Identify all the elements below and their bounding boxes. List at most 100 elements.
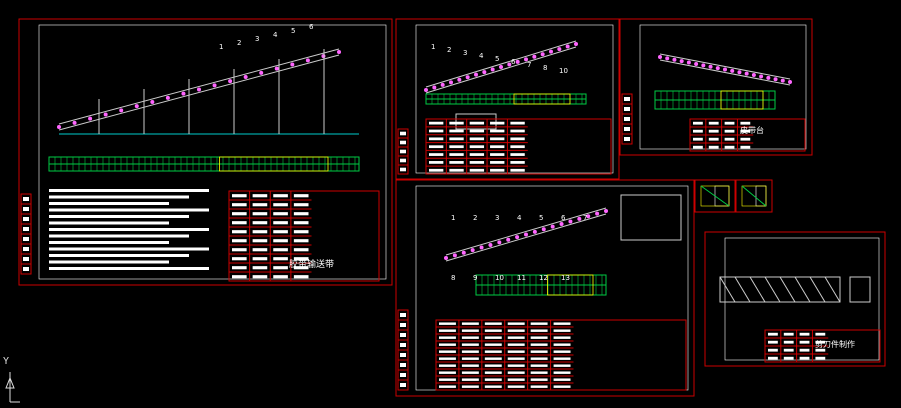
sheet3-belt-idler (701, 63, 706, 68)
sheet3-belt-idler (759, 74, 764, 79)
frame-elevation (719, 276, 841, 303)
title-cell-text (252, 230, 268, 234)
drawing-sheet-sheet3: 皮带台 (619, 18, 813, 156)
title-cell-text (510, 137, 525, 141)
sheet3-belt-idler (672, 57, 677, 62)
note-line (49, 221, 169, 225)
title-cell-text (449, 153, 464, 156)
side-strip-label (400, 383, 406, 387)
note-line (49, 267, 209, 270)
title-cell-text (510, 168, 525, 172)
title-cell-text (724, 137, 735, 141)
title-cell-text (799, 332, 810, 336)
title-cell-text (469, 129, 485, 133)
title-cell-text (553, 350, 571, 353)
title-cell-text (252, 275, 268, 279)
title-cell-text (484, 371, 502, 374)
sheet1-belt-idler (165, 95, 170, 100)
title-cell-text (768, 340, 778, 344)
sheet1-belt-idler (103, 112, 108, 117)
title-cell-text (530, 364, 548, 367)
title-cell-text (293, 203, 309, 207)
note-line (49, 241, 169, 244)
sheet4-belt-rail-top (445, 207, 607, 256)
sheet4-plan-section (547, 274, 594, 296)
title-cell-text (469, 153, 485, 156)
title-cell-text (530, 350, 548, 353)
title-cell-text (293, 257, 309, 261)
title-cell-text (553, 378, 571, 381)
title-cell-text (252, 257, 268, 261)
truss-diagonal (779, 276, 796, 303)
title-cell-text (553, 385, 571, 388)
callout-2: 2 (237, 39, 241, 47)
title-cell-text (693, 129, 703, 133)
sheet4-belt-idler (595, 211, 600, 216)
title-cell-text (232, 257, 247, 261)
title-cell-text (449, 137, 464, 141)
callout-5: 5 (291, 27, 295, 35)
sheet2-belt-idler (449, 80, 453, 85)
sheet3-belt-idler (773, 77, 778, 82)
sheet1-belt-idler (321, 54, 326, 59)
sheet4-belt-idler (497, 240, 502, 245)
sheet2-belt-idler (507, 62, 512, 67)
title-cell-text (461, 343, 479, 346)
title-cell-text (484, 378, 502, 381)
title-cell-text (740, 137, 751, 141)
callout-13: 13 (561, 274, 570, 282)
sheet3-belt-idler (694, 61, 699, 66)
sheet1-belt-idler (119, 108, 124, 113)
sheet-border (38, 24, 387, 280)
sheet2-belt-idler (499, 65, 503, 69)
sheet4-belt-idler (577, 216, 582, 221)
title-cell-text (553, 357, 571, 360)
callout-4: 4 (517, 214, 522, 222)
title-cell-text (273, 248, 288, 252)
title-cell-text (740, 121, 751, 125)
detail-view (741, 185, 767, 207)
title-cell-text (273, 203, 288, 207)
title-cell-text (429, 153, 444, 156)
sheet2-belt-idler (565, 44, 570, 49)
note-line (49, 260, 169, 264)
title-cell-text (461, 371, 479, 374)
sheet3-belt-idler (679, 59, 684, 64)
frame-side (849, 276, 871, 303)
title-cell-text (293, 212, 309, 216)
callout-2: 2 (473, 214, 477, 222)
title-cell-text (293, 275, 309, 279)
callout-9: 9 (473, 274, 477, 282)
sheet4-belt-idler (524, 232, 528, 237)
detail-line (741, 185, 767, 207)
title-cell-text (507, 329, 525, 332)
title-cell-text (293, 266, 309, 270)
title-cell-text (429, 129, 444, 133)
callout-3: 3 (495, 214, 499, 222)
sheet1-belt-idler (88, 116, 93, 121)
title-cell-text (484, 385, 502, 388)
title-cell-text (553, 343, 571, 346)
title-cell-text (439, 385, 456, 388)
ucs-y-label: Y (3, 356, 10, 367)
title-cell-text (439, 343, 456, 346)
truss-diagonal (809, 276, 826, 303)
title-cell-text (469, 137, 485, 141)
callout-6: 6 (561, 214, 566, 222)
title-cell-text (510, 153, 525, 156)
title-cell-text (449, 121, 464, 125)
title-cell-text (484, 322, 502, 325)
note-line (49, 202, 169, 205)
truss-diagonal (719, 276, 736, 303)
sheet2-belt-idler (557, 47, 562, 52)
sheet2-belt-idler (440, 82, 445, 87)
sheet3-belt-idler (715, 66, 720, 71)
sheet-title: 皮带台 (740, 125, 764, 135)
sheet1-plan-section (219, 156, 329, 172)
title-cell-text (232, 203, 247, 207)
title-cell-text (439, 371, 456, 374)
title-cell-text (429, 137, 444, 141)
callout-6: 6 (511, 58, 516, 66)
title-cell-text (815, 348, 826, 352)
